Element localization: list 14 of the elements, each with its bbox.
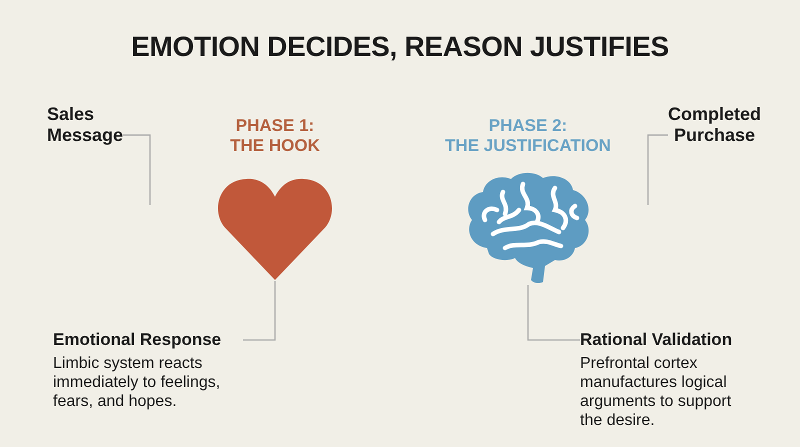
callout-description: Prefrontal cortex manufactures logical arguments to support the desire. (580, 354, 732, 430)
stage-label: Sales Message (47, 104, 124, 146)
leader-line (123, 134, 151, 205)
diagram-title: EMOTION DECIDES, REASON JUSTIFIES (131, 30, 669, 64)
leader-line (527, 285, 580, 341)
heart-illustration (216, 177, 334, 281)
phase-heading: PHASE 2: THE JUSTIFICATION (445, 116, 611, 156)
leader-line (243, 281, 276, 341)
leader-line (647, 134, 668, 205)
callout-heading: Rational Validation (580, 329, 734, 351)
callout-heading: Emotional Response (53, 329, 222, 351)
callout-description: Limbic system reacts immediately to feelings, fears, and hopes. (53, 354, 222, 411)
stage-label: Completed Purchase (668, 104, 762, 146)
phase-heading: PHASE 1: THE HOOK (230, 116, 320, 156)
